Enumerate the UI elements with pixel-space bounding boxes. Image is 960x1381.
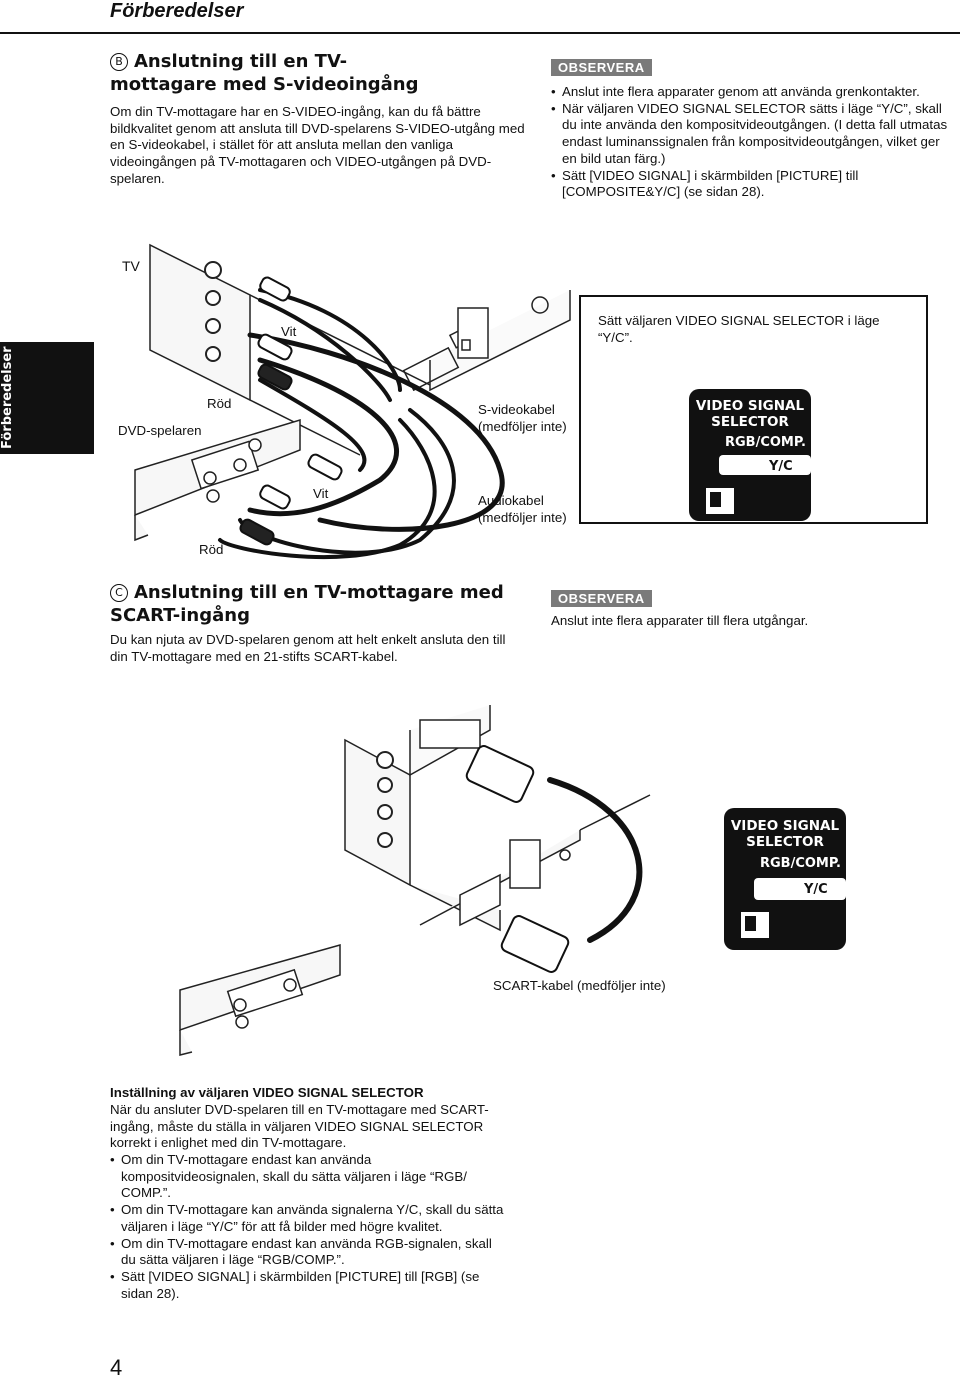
selector-settings-intro: När du ansluter DVD-spelaren till en TV-… xyxy=(110,1102,489,1151)
rod-label-bottom: Röd xyxy=(199,542,224,557)
vit-label-top: Vit xyxy=(281,324,297,339)
selector-option-rgb: RGB/COMP. xyxy=(725,435,806,450)
selector-option-yc: Y/C xyxy=(804,882,828,897)
observera-list-1: Anslut inte flera apparater genom att an… xyxy=(551,84,951,201)
side-tab-label: Förberedelser xyxy=(0,346,15,450)
selector-option-rgb: RGB/COMP. xyxy=(760,856,841,871)
section-c-letter-icon: C xyxy=(110,584,128,602)
selector-settings-item: Om din TV-mottagare kan använda signaler… xyxy=(110,1202,510,1235)
page-header-title: Förberedelser xyxy=(110,0,244,22)
observera-2-text: Anslut inte flera apparater till flera u… xyxy=(551,613,809,628)
selector-settings-item: Om din TV-mottagare endast kan använda k… xyxy=(110,1152,510,1202)
tv-back-panel xyxy=(149,243,571,456)
scart-cable-label: SCART-kabel (medföljer inte) xyxy=(493,978,666,993)
observera-badge-2: OBSERVERA xyxy=(551,590,652,608)
observera-1-item: Anslut inte flera apparater genom att an… xyxy=(551,84,951,101)
selector-note: Sätt väljaren VIDEO SIGNAL SELECTOR i lä… xyxy=(598,313,880,345)
switch-knob xyxy=(745,916,756,931)
selector-settings-item: Sätt [VIDEO SIGNAL] i skärmbilden [PICTU… xyxy=(110,1269,510,1302)
switch-knob xyxy=(710,492,721,507)
observera-1-item: När väljaren VIDEO SIGNAL SELECTOR sätts… xyxy=(551,101,951,168)
section-b-letter-icon: B xyxy=(110,53,128,71)
selector-settings-heading: Inställning av väljaren VIDEO SIGNAL SEL… xyxy=(110,1085,424,1100)
page-number: 4 xyxy=(110,1355,123,1380)
selector-settings-item: Om din TV-mottagare endast kan använda R… xyxy=(110,1236,510,1269)
section-b-heading-text: Anslutning till en TV-mottagare med S-vi… xyxy=(110,51,419,95)
vit-label-bottom: Vit xyxy=(313,486,329,501)
selector-switch[interactable] xyxy=(704,486,736,516)
observera-badge-label: OBSERVERA xyxy=(551,59,652,76)
selector-switch[interactable] xyxy=(739,910,771,940)
rod-label-top: Röd xyxy=(207,396,232,411)
header-rule xyxy=(0,32,960,34)
svideo-cable-label: S-videokabel (medföljer inte) xyxy=(478,402,567,434)
dvd-player-label: DVD-spelaren xyxy=(118,423,202,438)
selector-title: VIDEO SIGNAL SELECTOR xyxy=(695,398,805,430)
selector-yc-plate xyxy=(719,455,811,475)
tv-label: TV xyxy=(122,258,140,274)
side-tab xyxy=(0,342,94,454)
selector-option-yc: Y/C xyxy=(769,459,793,474)
observera-1-item: Sätt [VIDEO SIGNAL] i skärmbilden [PICTU… xyxy=(551,168,951,201)
selector-title: VIDEO SIGNAL SELECTOR xyxy=(730,818,840,850)
observera-badge-1: OBSERVERA xyxy=(551,59,652,77)
observera-badge-label: OBSERVERA xyxy=(551,590,652,607)
audio-cable-label: Audiokabel (medföljer inte) xyxy=(478,493,567,525)
section-c-heading-text: Anslutning till en TV-mottagare med SCAR… xyxy=(110,582,504,626)
section-c-body: Du kan njuta av DVD-spelaren genom att h… xyxy=(110,632,506,664)
selector-yc-plate xyxy=(754,878,846,900)
video-signal-selector-1: VIDEO SIGNAL SELECTOR RGB/COMP. Y/C xyxy=(689,389,811,521)
selector-settings-list: Om din TV-mottagare endast kan använda k… xyxy=(110,1152,510,1302)
scart-connection-diagram xyxy=(170,700,730,1060)
section-b-body: Om din TV-mottagare har en S-VIDEO-ingån… xyxy=(110,104,525,186)
video-signal-selector-2: VIDEO SIGNAL SELECTOR RGB/COMP. Y/C xyxy=(724,808,846,950)
svideo-connection-diagram xyxy=(100,240,680,560)
